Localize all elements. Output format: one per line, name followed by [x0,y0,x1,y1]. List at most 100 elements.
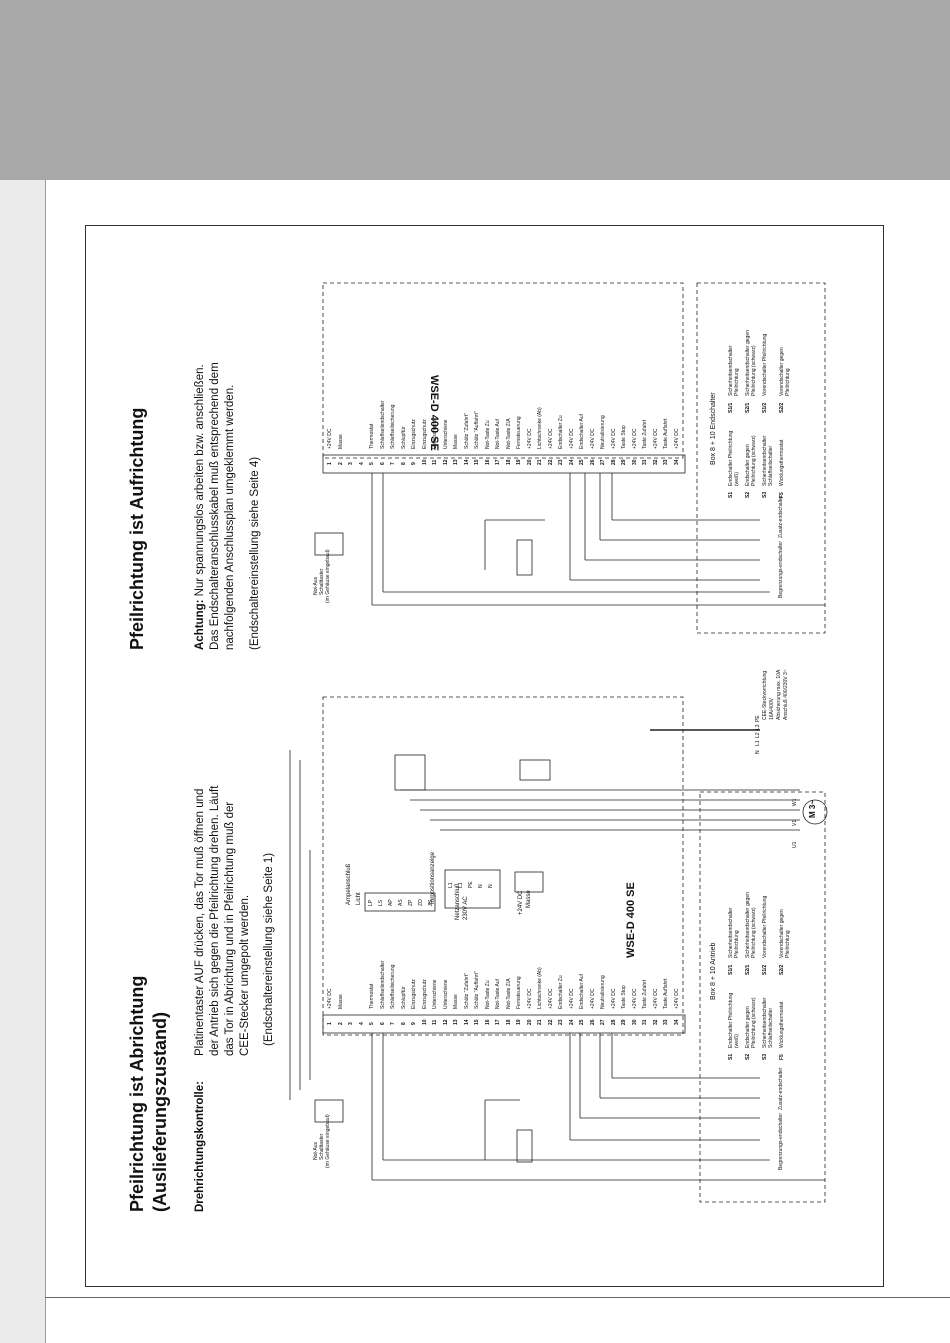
plug-term-n: N [755,750,761,754]
terminal-number: 10 [421,459,428,465]
left-controller-label: WSE-D 400 SE [625,882,637,958]
terminal-label: +24V DC [547,428,554,449]
terminal-label: Not-Taste Auf [495,978,501,1009]
terminal-number: 19 [516,1019,522,1025]
right-zusatz: Zusatz-endschalter [778,495,784,538]
terminal-number: 21 [537,459,543,465]
terminal-number: 32 [652,459,659,465]
ampel-term-ap: AP [388,899,394,906]
legend-text: Sicherheitsendschalter Schlaffseilschalt… [762,997,774,1048]
terminal-label: +24V DC [327,988,333,1009]
terminal-label: +24V DC [673,428,680,449]
terminal-label: Unterschiene [442,979,449,1009]
terminal-number: 23 [558,459,564,465]
terminal-number: 10 [421,1019,428,1025]
terminal-label: Neutralisierung [600,975,606,1009]
terminal-label: Fernsteuerung [516,416,522,449]
terminal-label: Schütz "Zufahrt" [463,972,470,1009]
terminal-number: 21 [537,1019,543,1025]
cee-4: Anschluß 400/230V 3~ [783,669,789,720]
terminal-number: 18 [505,1019,512,1025]
terminal-label: Endschalter Auf [579,413,585,449]
terminal-label: Fernsteuerung [516,976,522,1009]
terminal-number: 8 [400,462,407,465]
terminal-number: 15 [474,1019,480,1025]
terminal-label: Taste Auffahrt [663,418,669,449]
terminal-number: 1 [327,1022,333,1025]
ampel-term-zp: ZP [408,899,414,906]
terminal-number: 16 [484,459,491,465]
terminal-label: Not-Taste Auf [495,418,501,449]
netz-label: Netzanschluß [455,883,461,920]
side-band [0,180,45,1343]
legend-text: Endschalter Pfeilrichtung (weiß) [728,430,740,486]
terminal-label: Not-Taste Z/A [505,418,512,449]
terminal-label: Lichtschranke (Ab) [537,967,543,1009]
plug-term-l2: L2 [755,732,761,738]
left-controller-box [322,696,684,1036]
legend-text: Sicherheitsendschalter Schlaffseilschalt… [762,435,774,486]
terminal-number: 20 [526,1019,533,1025]
terminal-label: +24V DC [673,988,680,1009]
terminal-number: 27 [600,1019,606,1025]
left-terminal-strip [322,1014,686,1034]
terminal-label: Unterschiene [442,419,449,449]
net-term-na: N [478,884,484,888]
terminal-label: +24V DC [589,428,596,449]
legend-text: Wicklungsthermostat [779,439,785,486]
terminal-number: 5 [369,1022,375,1025]
left-endschalter-box [699,791,826,1203]
terminal-number: 34 [673,1019,680,1025]
terminal-number: 12 [442,459,449,465]
terminal-number: 26 [589,1019,596,1025]
terminal-number: 31 [642,1019,648,1025]
terminal-number: 3 [348,462,354,465]
ampel-term-zo: ZO [418,899,424,906]
terminal-label: Endschalter Auf [579,973,585,1009]
terminal-label: Schlaffseilendschalter [379,400,386,449]
terminal-label: Einzugschutz [411,419,417,449]
plug-term-l3: L3 [755,724,761,730]
motor-term-w1: W1 [792,798,798,807]
footer-rule [45,1297,950,1298]
left-begrenzung: Begrenzungs-endschalter [778,1113,784,1170]
right-notaus-3: (im Gehäuse eingebaut) [325,549,331,603]
terminal-label: Schütz "Auffahrt" [474,411,480,449]
terminal-label: Endschalter Zu [558,975,564,1009]
terminal-label: Unterschiene [432,419,438,449]
right-begrenzung: Begrenzungs-endschalter [778,541,784,598]
terminal-label: Einzugschutz [411,979,417,1009]
legend-text: Endschalter gegen Pfeilrichtung (schwarz… [745,997,757,1048]
terminal-number: 25 [579,1019,585,1025]
licht-label: Licht [356,892,362,905]
terminal-number: 8 [400,1022,407,1025]
terminal-number: 4 [358,1022,365,1025]
terminal-number: 5 [369,462,375,465]
terminal-label: +24V DC [547,988,554,1009]
terminal-number: 24 [568,1019,575,1025]
terminal-number: 4 [358,462,365,465]
legend-text-2: Sicherheitsendschalter Pfeilrichtung [728,345,740,396]
header-band [0,0,950,180]
legend-text: Wicklungsthermostat [779,1001,785,1048]
terminal-label: +24V DC [568,988,575,1009]
terminal-label: Thermostat [369,423,375,449]
terminal-number: 9 [411,1022,417,1025]
terminal-label: Masse [337,994,344,1009]
torposition-label: Torpositionsanzeige [430,851,436,905]
terminal-label: Not-Taste Zu [484,420,491,449]
terminal-label: Schlupftür [400,426,407,449]
terminal-label: Lichtschranke (Ab) [537,407,543,449]
terminal-label: Unterschiene [432,979,438,1009]
right-box-title: Box 8 + 10 Endschalter [710,392,717,465]
ampel-term-zs: ZS [428,899,434,906]
terminal-label: Neutralisierung [600,415,606,449]
terminal-number: 31 [642,459,648,465]
terminal-number: 30 [631,1019,638,1025]
left-box-title: Box 8 + 10 Antrieb [710,942,717,1000]
net-term-l1a: L1 [448,882,454,888]
motor-label: M 3~ [808,799,817,818]
terminal-number: 20 [526,459,533,465]
terminal-label: Not-Taste Z/A [505,978,512,1009]
